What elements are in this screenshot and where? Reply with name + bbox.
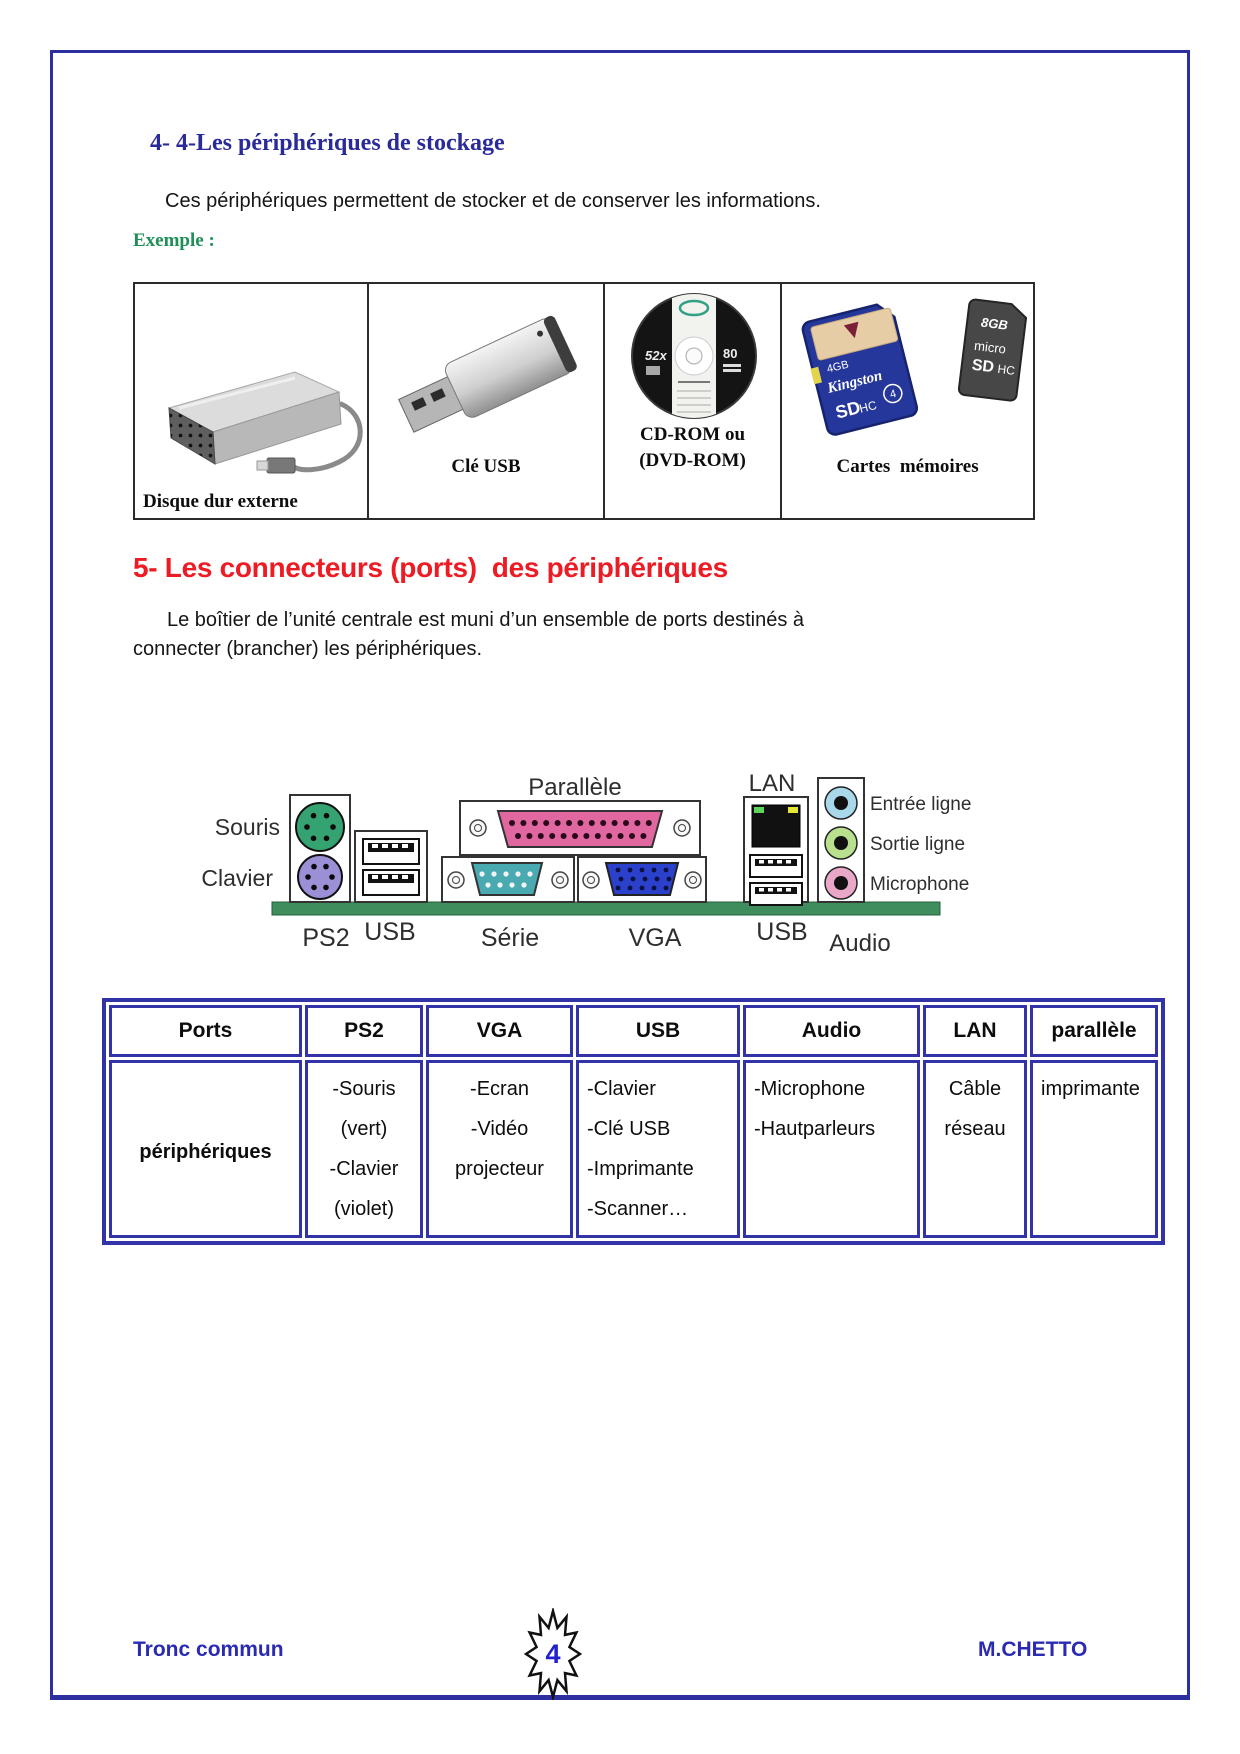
footer-course-label: Tronc commun: [133, 1638, 284, 1661]
storage-cell-hdd: Disque dur externe: [135, 284, 369, 518]
storage-devices-table: Disque dur externe: [133, 282, 1035, 520]
vga-port: [577, 856, 707, 903]
storage-cell-memory-cards: 4GB Kingston SD HC 4 8GB micro SD HC Car…: [782, 284, 1033, 518]
usb-key-label: Clé USB: [451, 456, 521, 477]
microsd-capacity-text: 8GB: [980, 315, 1008, 333]
parallele-label: Parallèle: [528, 774, 621, 801]
usb-ports-right: [749, 854, 803, 906]
header-lan: LAN: [923, 1005, 1027, 1057]
cd-speed-text: 52x: [645, 348, 667, 363]
header-usb: USB: [576, 1005, 740, 1057]
line-in-label: Entrée ligne: [870, 794, 971, 815]
parallel-port: [459, 800, 701, 856]
serie-bottom-label: Série: [481, 924, 539, 952]
header-ps2: PS2: [305, 1005, 423, 1057]
ports-peripherals-table: Ports PS2 VGA USB Audio LAN parallèle pé…: [102, 998, 1165, 1245]
header-ports: Ports: [109, 1005, 302, 1057]
audio-jacks-panel: [817, 777, 865, 903]
ps2-bottom-label: PS2: [302, 924, 349, 952]
lan-port-panel: [743, 796, 809, 906]
souris-label: Souris: [215, 814, 280, 840]
vga-bottom-label: VGA: [629, 924, 682, 952]
sd-capacity-text: 4GB: [826, 359, 850, 376]
table-data-row: périphériques -Souris (vert) -Clavier (v…: [109, 1060, 1158, 1238]
external-hdd-image: [167, 371, 363, 474]
sd-card-image: 4GB Kingston SD HC 4: [801, 303, 919, 436]
hdd-label: Disque dur externe: [143, 491, 298, 512]
microphone-label: Microphone: [870, 874, 969, 895]
cell-audio: -Microphone -Hautparleurs: [743, 1060, 920, 1238]
example-label: Exemple :: [133, 230, 215, 251]
header-parallele: parallèle: [1030, 1005, 1158, 1057]
ps2-keyboard-port: [297, 854, 343, 900]
cd-label: CD-ROM ou (DVD-ROM): [639, 424, 746, 471]
hdd-cable: [290, 401, 363, 473]
usb-key-image: [397, 315, 577, 433]
usb-right-bottom-label: USB: [756, 918, 807, 946]
usb-ports-left: [354, 830, 428, 903]
header-audio: Audio: [743, 1005, 920, 1057]
starburst-shape: [524, 1608, 582, 1700]
ps2-ports-panel: [289, 794, 351, 903]
sd-type-hc: HC: [858, 398, 879, 416]
storage-cell-usbkey: Clé USB: [369, 284, 605, 518]
cell-vga: -Ecran -Vidéo projecteur: [426, 1060, 573, 1238]
microsd-line2: SD: [971, 357, 995, 377]
microsd-card-image: 8GB micro SD HC: [958, 298, 1028, 402]
microphone-jack: [824, 866, 858, 900]
sd-class-text: 4: [889, 388, 898, 401]
cd-duration-text: 80: [723, 346, 737, 361]
connectors-diagram: Souris Clavier Parallèle LAN Entrée lign…: [201, 770, 971, 957]
ps2-mouse-port: [295, 802, 345, 852]
microsd-line1: micro: [974, 338, 1007, 357]
lan-label: LAN: [749, 770, 796, 797]
cell-usb: -Clavier -Clé USB -Imprimante -Scanner…: [576, 1060, 740, 1238]
section4-heading: 4- 4-Les périphériques de stockage: [150, 130, 505, 156]
page-border-frame: [50, 50, 1190, 1700]
microsd-line3: HC: [997, 362, 1016, 378]
line-out-jack: [824, 826, 858, 860]
section4-intro: Ces périphériques permettent de stocker …: [165, 190, 821, 212]
clavier-label: Clavier: [201, 865, 273, 891]
usb-left-bottom-label: USB: [364, 918, 415, 946]
section5-intro: Le boîtier de l’unité centrale est muni …: [133, 609, 805, 660]
audio-bottom-label: Audio: [829, 930, 890, 957]
memory-cards-label: Cartes mémoires: [836, 456, 979, 477]
section5-heading: 5- Les connecteurs (ports) des périphéri…: [133, 552, 728, 583]
storage-cell-cd: 52x 80 CD-ROM ou (DVD-ROM): [605, 284, 783, 518]
footer-author: M.CHETTO: [978, 1638, 1088, 1661]
cell-row-label: périphériques: [109, 1060, 302, 1238]
cell-ps2: -Souris (vert) -Clavier (violet): [305, 1060, 423, 1238]
cd-rom-image: 52x 80: [630, 293, 757, 419]
page-number-star: 4: [524, 1608, 582, 1700]
header-vga: VGA: [426, 1005, 573, 1057]
serial-port: [441, 856, 575, 903]
line-out-label: Sortie ligne: [870, 834, 965, 855]
cell-parallele: imprimante: [1030, 1060, 1158, 1238]
board-edge-bar: [271, 901, 941, 916]
line-in-jack: [824, 786, 858, 820]
page-number: 4: [545, 1639, 560, 1669]
table-header-row: Ports PS2 VGA USB Audio LAN parallèle: [109, 1005, 1158, 1057]
cell-lan: Câble réseau: [923, 1060, 1027, 1238]
